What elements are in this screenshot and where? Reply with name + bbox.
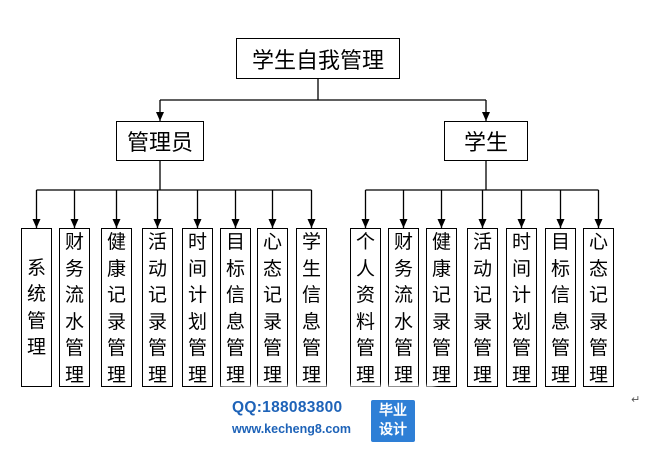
group-node-student-label: 学生 bbox=[463, 131, 508, 156]
leaf-node: 个人资料管理 bbox=[350, 228, 381, 387]
leaf-node-label: 个人资料管理 bbox=[355, 231, 375, 386]
root-node: 学生自我管理 bbox=[236, 38, 400, 79]
leaf-node: 时间计划管理 bbox=[182, 228, 213, 387]
leaf-node-label: 目标信息管理 bbox=[550, 231, 570, 386]
leaf-node-label: 财务流水管理 bbox=[64, 231, 84, 386]
leaf-node-label: 学生信息管理 bbox=[301, 231, 321, 386]
leaf-node-label: 健康记录管理 bbox=[106, 231, 126, 386]
leaf-node: 心态记录管理 bbox=[257, 228, 288, 387]
leaf-node-label: 活动记录管理 bbox=[147, 231, 167, 386]
watermark-badge-line1: 毕业 bbox=[379, 403, 407, 419]
leaf-node: 活动记录管理 bbox=[467, 228, 498, 387]
watermark: QQ:188083800 www.kecheng8.com 毕业 设计 bbox=[226, 392, 429, 450]
root-node-label: 学生自我管理 bbox=[251, 48, 384, 74]
leaf-node: 目标信息管理 bbox=[220, 228, 251, 387]
watermark-qq: QQ:188083800 bbox=[232, 399, 343, 416]
group-node-admin: 管理员 bbox=[116, 121, 204, 161]
watermark-badge: 毕业 设计 bbox=[371, 400, 415, 442]
leaf-node: 财务流水管理 bbox=[388, 228, 419, 387]
leaf-node: 健康记录管理 bbox=[426, 228, 457, 387]
leaf-node: 时间计划管理 bbox=[506, 228, 537, 387]
leaf-node-label: 健康记录管理 bbox=[431, 231, 451, 386]
leaf-node-label: 心态记录管理 bbox=[262, 231, 282, 386]
group-node-student: 学生 bbox=[444, 121, 528, 161]
leaf-node-label: 时间计划管理 bbox=[187, 231, 207, 386]
leaf-node: 财务流水管理 bbox=[59, 228, 90, 387]
leaf-node: 目标信息管理 bbox=[545, 228, 576, 387]
leaf-node-label: 心态记录管理 bbox=[588, 231, 608, 386]
leaf-node: 健康记录管理 bbox=[101, 228, 132, 387]
leaf-node-label: 系统管理 bbox=[26, 256, 46, 359]
leaf-node: 学生信息管理 bbox=[296, 228, 327, 387]
leaf-node: 系统管理 bbox=[21, 228, 52, 387]
leaf-node-label: 活动记录管理 bbox=[472, 231, 492, 386]
leaf-node-label: 目标信息管理 bbox=[225, 231, 245, 386]
leaf-node: 心态记录管理 bbox=[583, 228, 614, 387]
watermark-url: www.kecheng8.com bbox=[232, 422, 352, 436]
leaf-node-label: 时间计划管理 bbox=[511, 231, 531, 386]
paragraph-mark: ↵ bbox=[631, 393, 641, 406]
watermark-badge-line2: 设计 bbox=[379, 422, 407, 438]
leaf-node: 活动记录管理 bbox=[142, 228, 173, 387]
leaf-node-label: 财务流水管理 bbox=[393, 231, 413, 386]
group-node-admin-label: 管理员 bbox=[126, 131, 193, 156]
